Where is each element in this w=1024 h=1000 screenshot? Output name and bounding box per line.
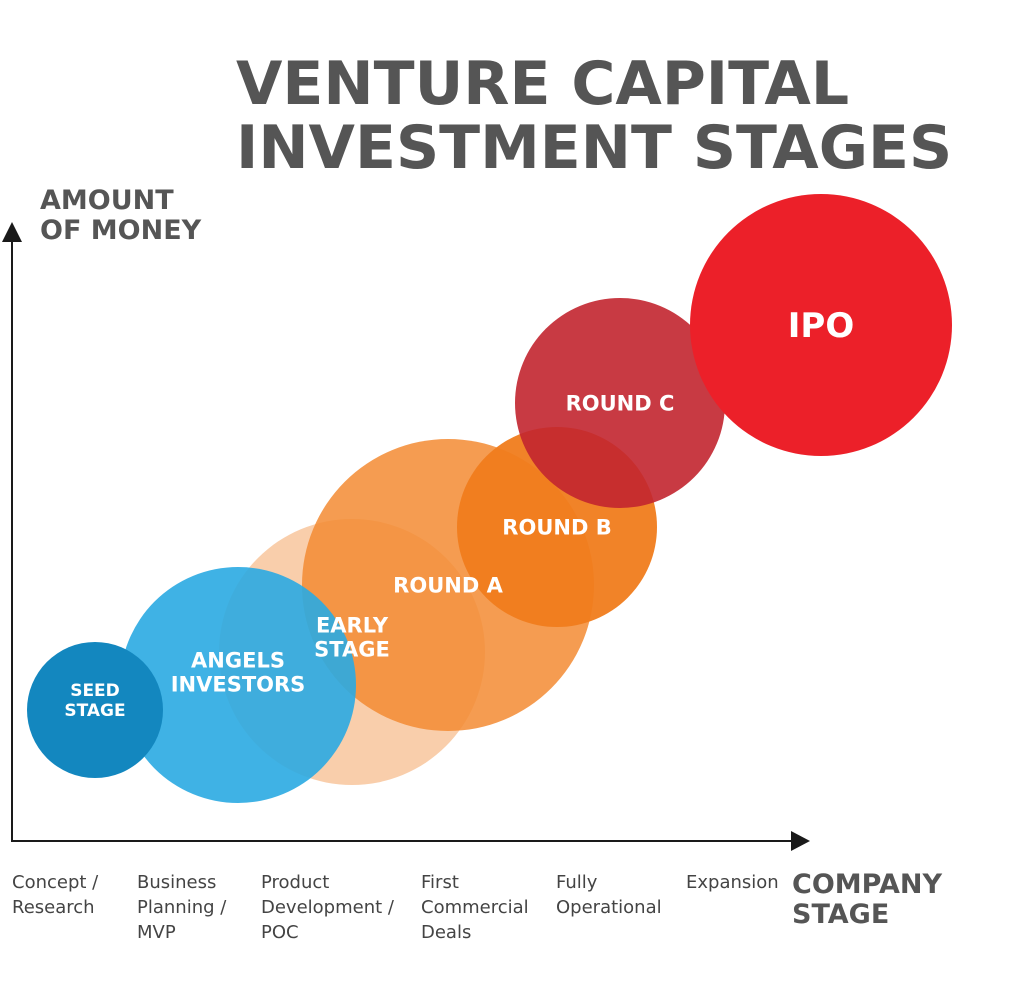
x-axis-label-line-2: STAGE: [792, 899, 890, 930]
early-stage-label-line: STAGE: [314, 638, 390, 662]
stage-label-line: POC: [261, 922, 299, 943]
stage-label-expansion: Expansion: [686, 870, 779, 895]
round-a-label-line: ROUND A: [393, 574, 503, 598]
y-axis-label-line-1: AMOUNT: [40, 185, 174, 216]
angels-investors-label-line: ANGELS: [191, 649, 285, 673]
ipo-label-line: IPO: [788, 306, 854, 346]
round-c-label-line: ROUND C: [566, 392, 675, 416]
y-axis-arrow-icon: [2, 222, 22, 242]
stage-label-line: Deals: [421, 922, 472, 943]
round-a-label: ROUND A: [393, 574, 503, 598]
y-axis-label-line-2: OF MONEY: [40, 215, 202, 246]
x-axis-label: COMPANY STAGE: [792, 870, 942, 930]
y-axis-label: AMOUNT OF MONEY: [40, 186, 201, 246]
stage-label-line: Commercial: [421, 897, 529, 918]
stage-label-line: Product: [261, 872, 330, 893]
stage-label-line: Business: [137, 872, 217, 893]
round-b-label-line: ROUND B: [502, 516, 611, 540]
stage-label-line: Expansion: [686, 872, 779, 893]
x-axis-arrow-icon: [791, 831, 810, 851]
stage-label-line: First: [421, 872, 459, 893]
stage-label-line: MVP: [137, 922, 176, 943]
seed-stage-label-line: SEED: [70, 681, 120, 701]
round-c-bubble: [515, 298, 725, 508]
stage-label-line: Planning /: [137, 897, 227, 918]
ipo-label: IPO: [788, 306, 854, 346]
title-line-2: INVESTMENT STAGES: [236, 113, 953, 183]
angels-investors-bubble: [120, 567, 356, 803]
axes: [2, 222, 810, 851]
stage-label-concept-research: Concept / Research: [12, 870, 98, 920]
ipo-bubble: [690, 194, 952, 456]
angels-investors-label-line: INVESTORS: [171, 673, 306, 697]
early-stage-label-line: EARLY: [316, 614, 389, 638]
stage-label-line: Research: [12, 897, 95, 918]
round-b-label: ROUND B: [502, 516, 611, 540]
x-axis-label-line-1: COMPANY: [792, 869, 942, 900]
stage-label-line: Development /: [261, 897, 394, 918]
seed-stage-bubble: [27, 642, 163, 778]
round-c-label: ROUND C: [566, 392, 675, 416]
title-line-1: VENTURE CAPITAL: [236, 49, 850, 119]
stage-label-line: Fully: [556, 872, 598, 893]
stage-label-line: Concept /: [12, 872, 99, 893]
page-title: VENTURE CAPITAL INVESTMENT STAGES: [236, 52, 952, 180]
seed-stage-label-line: STAGE: [64, 701, 125, 721]
stage-label-line: Operational: [556, 897, 662, 918]
